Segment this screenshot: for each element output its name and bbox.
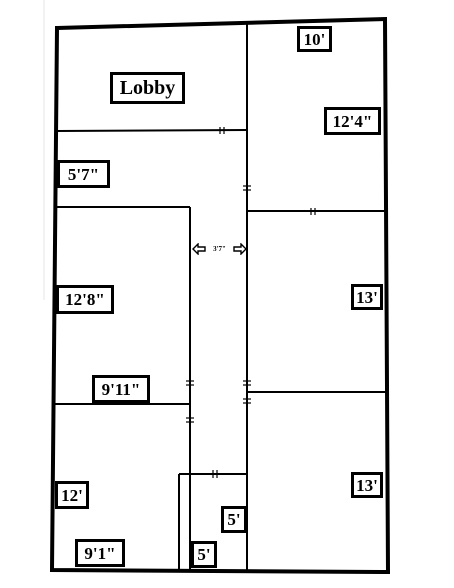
left-bottom-width-label: 9'1" <box>75 539 125 567</box>
wall-lobby-bottom <box>55 129 248 132</box>
right-bottom-depth-label: 13' <box>351 472 383 498</box>
left-middle-depth-label: 12'8" <box>56 285 114 314</box>
left-middle-width-label: 9'11" <box>92 375 150 403</box>
left-bottom-depth-label: 12' <box>55 481 89 509</box>
lobby-label: Lobby <box>110 72 185 104</box>
corridor-dimension: 3'7" <box>192 242 247 256</box>
closet-depth-label: 5' <box>221 506 247 533</box>
hall-width-label: 5'7" <box>57 160 110 188</box>
outer-wall <box>49 16 391 575</box>
closet-width-label: 5' <box>191 541 217 568</box>
arrow-left-icon <box>192 243 206 255</box>
top-right-width-label: 10' <box>297 26 332 52</box>
top-right-depth-label: 12'4" <box>324 107 381 135</box>
door-marks <box>186 127 316 478</box>
right-middle-depth-label: 13' <box>351 284 383 310</box>
corridor-width-label: 3'7" <box>213 245 226 253</box>
interior-walls <box>54 24 387 570</box>
arrow-right-icon <box>233 243 247 255</box>
